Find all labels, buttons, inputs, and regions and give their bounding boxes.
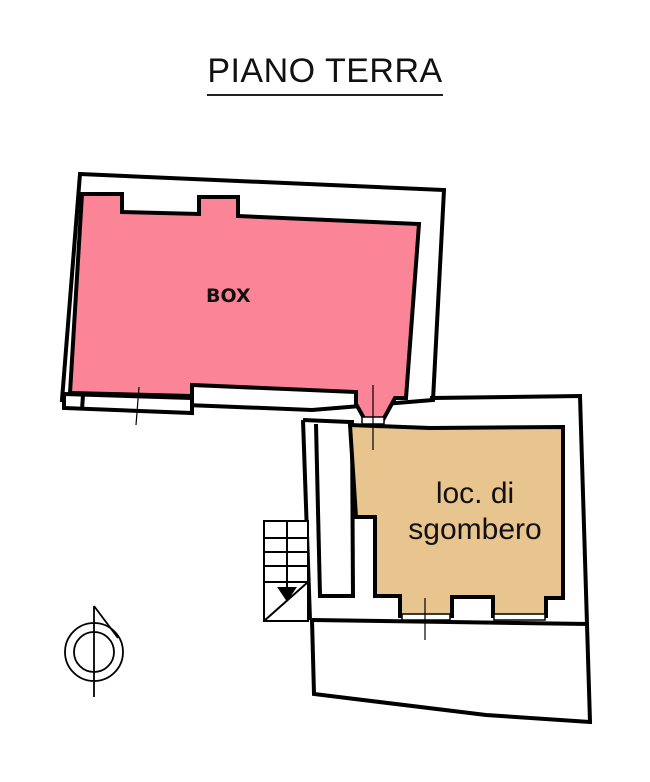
storage-label-line2: sgombero <box>408 513 542 546</box>
storage-room <box>347 422 565 618</box>
storage-room-label: loc. di sgombero <box>380 476 570 548</box>
storage-label-line1: loc. di <box>435 477 515 510</box>
box-room <box>67 192 422 422</box>
section-lines <box>135 385 426 640</box>
title-text: PIANO TERRA <box>207 52 443 96</box>
floor-plan-title: PIANO TERRA <box>0 52 650 96</box>
north-arrow-icon <box>64 605 124 697</box>
corridor-wall <box>314 419 356 598</box>
stairs-down-icon <box>263 520 309 622</box>
box-room-label: BOX <box>206 285 251 307</box>
upper-building-bottom-strip <box>62 391 194 416</box>
